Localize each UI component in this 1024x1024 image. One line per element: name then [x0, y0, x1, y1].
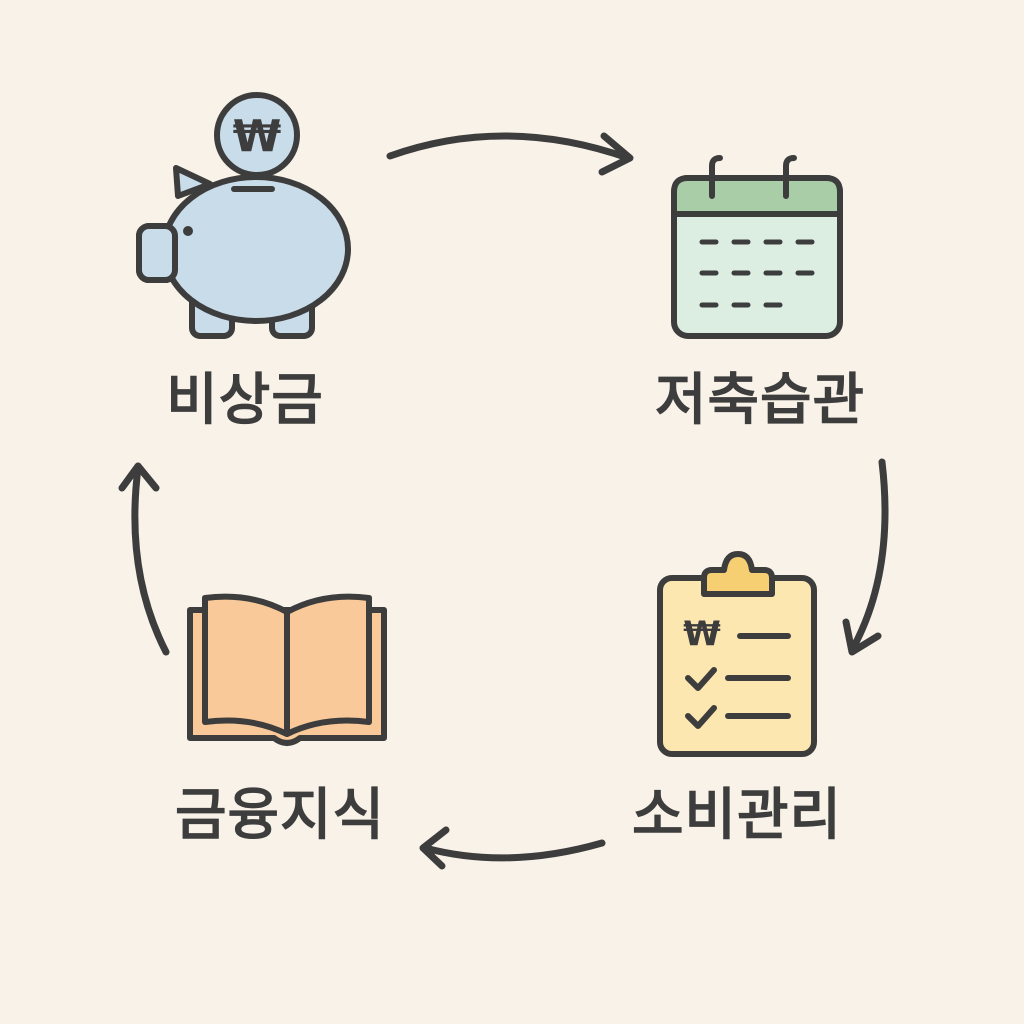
coin-icon: ₩ [214, 92, 300, 178]
arrow-saving-to-spending [842, 458, 889, 656]
open-book-icon [187, 593, 387, 746]
step-label-spending-management: 소비관리 [631, 783, 843, 848]
arrow-spending-to-literacy [419, 826, 606, 870]
piggy-bank-icon: ₩ [136, 92, 351, 339]
checklist-won-symbol: ₩ [683, 614, 721, 654]
arrow-emergency-to-saving [386, 132, 634, 176]
arrow-literacy-to-emergency [118, 462, 170, 656]
step-label-emergency-fund: 비상금 [166, 368, 324, 433]
calendar-icon [671, 155, 843, 339]
coin-won-symbol: ₩ [233, 111, 282, 162]
step-label-saving-habit: 저축습관 [654, 368, 866, 433]
clipboard-checklist-icon: ₩ [657, 551, 817, 757]
step-label-financial-literacy: 금융지식 [174, 783, 386, 848]
